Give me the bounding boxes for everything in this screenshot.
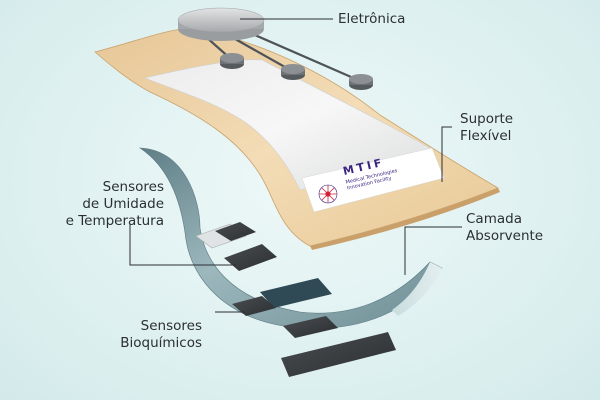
electronics-pod-1 (220, 53, 244, 69)
label-electronics: Eletrônica (338, 11, 406, 27)
humidity-temperature-sensors (195, 222, 277, 271)
label-biochemical-sensors: Sensores Bioquímicos (120, 318, 202, 351)
label-humidity-temperature-sensors: Sensores de Umidade e Temperatura (65, 179, 164, 229)
leader-lines (129, 18, 462, 313)
electronics (177, 7, 373, 90)
leader-flexible-support (441, 126, 452, 182)
main-electronics-disk (177, 7, 265, 41)
logo-card-background (301, 147, 445, 213)
label-absorbent-layer: Camada Absorvente (466, 211, 544, 244)
logo-emblem (318, 184, 338, 204)
biochemical-sensor-bottom (281, 332, 396, 377)
mtif-logo-card: MTIF Medical Technologies Innovation Fac… (301, 147, 445, 213)
leader-humidity-temperature (129, 224, 236, 266)
electronics-pod-2 (281, 64, 305, 80)
temperature-sensor-chip-bottom (224, 244, 277, 271)
flexible-support-front-edge (310, 188, 500, 250)
leader-absorbent-layer (404, 226, 462, 275)
biochemical-sensor-middle (283, 316, 338, 338)
absorbent-layer-edge (392, 262, 442, 316)
absorbent-layer (138, 147, 443, 329)
biochemical-sensor-left (232, 296, 276, 316)
electronics-pod-3 (349, 74, 373, 90)
temperature-sensor-chip-top (215, 222, 256, 241)
biochemical-sensor-upper (260, 278, 332, 308)
biochemical-sensors (232, 278, 396, 377)
label-flexible-support: Suporte Flexível (460, 111, 514, 144)
